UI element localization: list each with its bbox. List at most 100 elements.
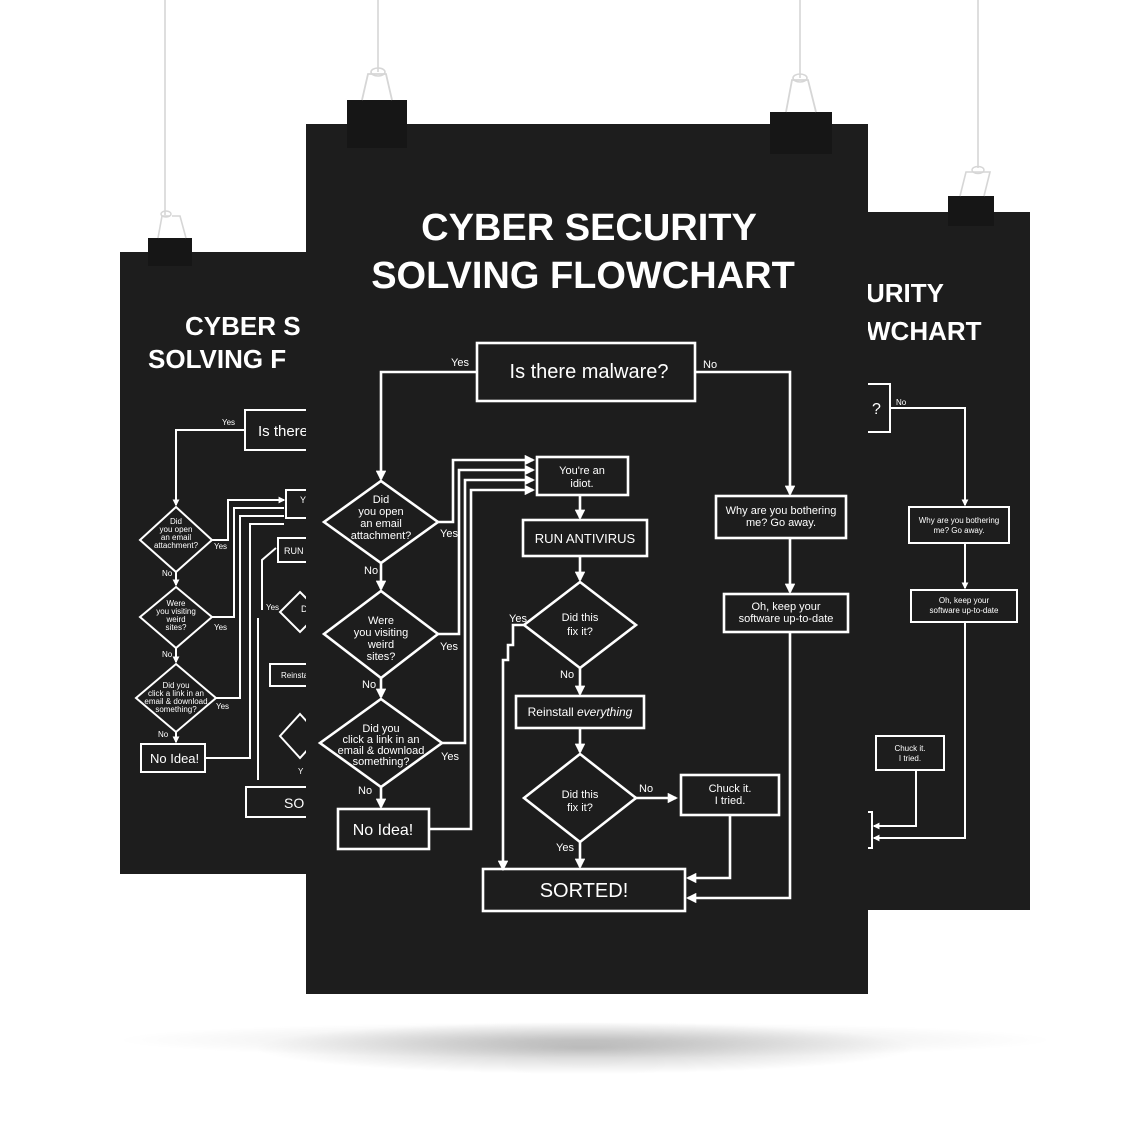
run-antivirus-text: RUN ANTIVIRUS — [535, 531, 636, 546]
fix1-line1: Did this — [562, 612, 599, 624]
poster-title-line1: CYBER SECURITY — [421, 207, 757, 249]
sorted-text: SORTED! — [540, 880, 629, 902]
q1-no-label: No — [364, 565, 378, 577]
why-line1: Why are you bothering — [726, 505, 837, 517]
q1-yes-label: Yes — [440, 528, 458, 540]
left-reinstall-text: Reinstall — [281, 671, 312, 680]
left-q3-line4: something? — [155, 705, 197, 714]
left-run-text: RUN — [284, 546, 304, 556]
left-q1-line1: Did — [170, 517, 182, 526]
left-q3-yes: Yes — [216, 702, 229, 711]
q2-line3: weird — [367, 639, 394, 651]
right-chuck-line2: I tried. — [899, 754, 921, 763]
left-d-text: D — [301, 604, 308, 614]
left-sorted-text: SO — [284, 795, 304, 811]
q3-no-label: No — [358, 785, 372, 797]
no-connector — [695, 370, 796, 497]
binder-clip-icon — [148, 210, 192, 266]
update-line2: software up-to-date — [739, 613, 834, 625]
update-box — [722, 592, 850, 634]
right-no-label: No — [896, 398, 907, 407]
poster-title-line2: SOLVING FLOWCHART — [371, 255, 795, 297]
left-d2-yes: Y — [298, 767, 304, 776]
left-q2-line4: sites? — [166, 623, 187, 632]
right-why-line1: Why are you bothering — [919, 516, 1000, 525]
q1-line3: an email — [360, 518, 402, 530]
idiot-line1: You're an — [559, 465, 605, 477]
binder-clips — [148, 67, 994, 266]
start-yes-label: Yes — [451, 357, 469, 369]
floor-shadow-wide — [115, 1022, 1055, 1058]
chuck-line1: Chuck it. — [709, 783, 752, 795]
fix2-no-label: No — [639, 783, 653, 795]
left-title-line1: CYBER S — [185, 311, 301, 341]
right-title-line2: WCHART — [866, 316, 982, 346]
chuck-line2: I tried. — [715, 795, 746, 807]
fix1-yes-label: Yes — [509, 613, 527, 625]
left-q2-line2: you visiting — [156, 607, 196, 616]
left-q3-line3: email & download — [144, 697, 207, 706]
right-update-line2: software up-to-date — [930, 606, 999, 615]
no-idea-text: No Idea! — [353, 822, 413, 839]
q2-line1: Were — [368, 615, 394, 627]
right-flowchart — [845, 383, 1018, 849]
fix2-yes-label: Yes — [556, 842, 574, 854]
left-q3-line1: Did you — [162, 681, 189, 690]
left-q3-line2: click a link in an — [148, 689, 204, 698]
left-q2-line1: Were — [167, 599, 187, 608]
right-start-text: ? — [872, 401, 881, 418]
left-q3-no: No — [158, 730, 169, 739]
idiot-line2: idiot. — [570, 478, 593, 490]
why-box — [714, 494, 848, 540]
q3-line3: email & download — [338, 745, 425, 757]
left-start-text: Is there — [258, 423, 308, 440]
left-y-text: Y — [300, 495, 306, 505]
q1-line1: Did — [373, 494, 390, 506]
left-q2-yes: Yes — [214, 623, 227, 632]
fix2-line1: Did this — [562, 789, 599, 801]
yes-connector — [375, 370, 477, 482]
q3-line2: click a link in an — [342, 734, 419, 746]
left-q1-line4: attachment? — [154, 541, 199, 550]
why-line2: me? Go away. — [746, 517, 816, 529]
q2-line4: sites? — [367, 651, 396, 663]
binder-clip-icon — [948, 165, 994, 226]
reinstall-emphasis: everything — [577, 705, 633, 719]
binder-clip-icon — [770, 73, 832, 154]
left-d-yes: Yes — [266, 603, 279, 612]
start-no-label: No — [703, 359, 717, 371]
left-title-line2: SOLVING F — [148, 344, 286, 374]
left-q2-line3: weird — [165, 615, 185, 624]
left-no-idea-text: No Idea! — [150, 751, 199, 766]
poster-right-sheet — [866, 212, 1030, 910]
fix1-no-label: No — [560, 669, 574, 681]
main-flowchart — [317, 341, 850, 913]
idiot-box — [535, 455, 630, 497]
left-q1-no: No — [162, 569, 173, 578]
q2-no-label: No — [362, 679, 376, 691]
left-q1-line3: an email — [161, 533, 191, 542]
right-update-line1: Oh, keep your — [939, 596, 990, 605]
fix2-line2: fix it? — [567, 802, 593, 814]
main-flow-labels: Is there malware? Yes No Did you open an… — [338, 357, 837, 902]
reinstall-text: Reinstall everything — [528, 705, 633, 719]
sorted-box — [481, 867, 687, 913]
right-why-line2: me? Go away. — [934, 526, 985, 535]
poster-left: CYBER S SOLVING F Is there — [120, 252, 322, 874]
hanging-wires — [164, 0, 979, 215]
fix1-line2: fix it? — [567, 626, 593, 638]
run-antivirus-box — [521, 518, 649, 558]
update-line1: Oh, keep your — [751, 601, 820, 613]
start-text: Is there malware? — [510, 361, 669, 383]
q3-line4: something? — [353, 756, 410, 768]
q3-line1: Did you — [362, 723, 399, 735]
reinstall-prefix: Reinstall — [528, 705, 577, 719]
left-yes-label: Yes — [222, 418, 235, 427]
right-flow-labels: ? No Why are you bothering me? Go away. … — [872, 398, 999, 763]
binder-clip-icon — [347, 67, 407, 148]
right-title-line1: URITY — [866, 278, 944, 308]
poster-front: CYBER SECURITY SOLVING FLOWCHART — [306, 124, 868, 994]
right-why-box — [908, 506, 1010, 544]
right-chuck-box — [875, 735, 945, 771]
